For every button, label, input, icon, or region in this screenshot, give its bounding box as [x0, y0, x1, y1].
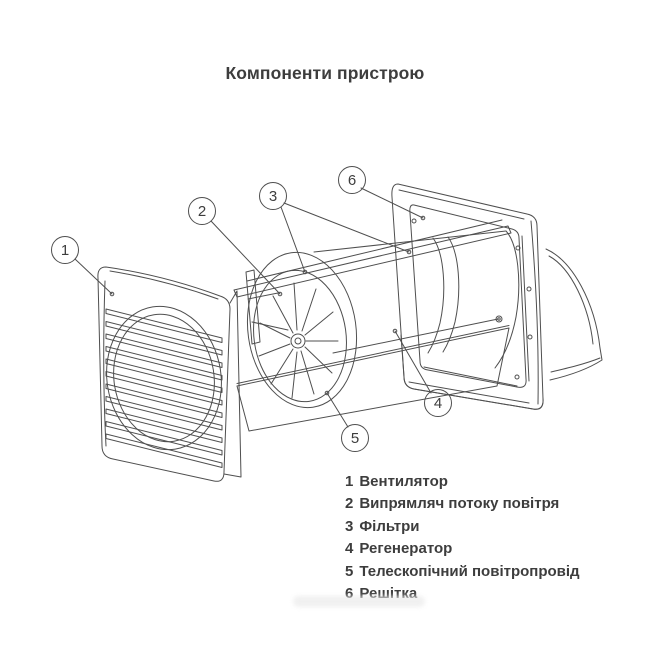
fan-wheel	[246, 251, 358, 409]
callout-4: 4	[424, 389, 452, 417]
legend-item: 5 Телескопічний повітропровід	[345, 561, 580, 583]
telescopic-duct	[236, 325, 510, 432]
panel-opening	[106, 305, 222, 451]
callout-leaders	[74, 187, 432, 428]
louver-slat	[105, 308, 223, 343]
callout-2: 2	[188, 197, 216, 225]
legend-number: 3	[345, 517, 354, 535]
legend-number: 5	[345, 562, 354, 580]
louver-slat	[105, 396, 223, 431]
callout-6: 6	[338, 166, 366, 194]
louver-slat	[105, 346, 223, 381]
watermark-smudge	[293, 596, 425, 607]
front-panel	[97, 266, 242, 482]
legend-number: 2	[345, 495, 354, 513]
outdoor-hood	[545, 248, 603, 381]
louver-slat	[105, 321, 223, 356]
legend-item: 3 Фільтри	[345, 516, 580, 538]
legend-number: 4	[345, 540, 354, 558]
callout-3-number: 3	[269, 188, 277, 205]
legend-item: 1 Вентилятор	[345, 471, 580, 493]
callout-1: 1	[51, 236, 79, 264]
legend-number: 6	[345, 585, 354, 603]
legend-label: Телескопічний повітропровід	[359, 562, 580, 580]
callout-4-number: 4	[434, 395, 442, 412]
legend-number: 1	[345, 473, 354, 490]
louver-slat	[105, 358, 223, 393]
callout-5: 5	[341, 424, 369, 452]
legend-label: Регенератор	[359, 540, 453, 558]
wall-frame-front-edge	[400, 334, 544, 410]
louver-slat	[105, 408, 223, 443]
legend-label: Випрямляч потоку повітря	[359, 495, 560, 513]
legend-item: 4 Регенератор	[345, 538, 580, 560]
louver-slat	[105, 371, 223, 406]
callout-3: 3	[259, 182, 287, 210]
panel-side-edge	[223, 290, 242, 478]
callout-6-number: 6	[348, 172, 356, 189]
louver-slat	[105, 421, 223, 456]
frame-inner-border	[409, 204, 527, 388]
legend-label: Фільтри	[359, 517, 420, 535]
louver-slat	[105, 333, 223, 368]
louver-slat	[105, 383, 223, 418]
tie-rod	[332, 318, 499, 354]
callout-1-number: 1	[61, 242, 69, 259]
legend-label: Вентилятор	[359, 473, 448, 490]
fan-blades	[258, 282, 339, 399]
panel-louvers	[105, 308, 223, 468]
legend-item: 2 Випрямляч потоку повітря	[345, 493, 580, 515]
frame-screws	[411, 218, 533, 380]
flow-straightener	[245, 269, 289, 345]
callout-2-number: 2	[198, 203, 206, 220]
callout-5-number: 5	[351, 430, 359, 447]
page-title: Компоненти пристрою	[225, 63, 425, 83]
filter-strip	[233, 219, 512, 298]
